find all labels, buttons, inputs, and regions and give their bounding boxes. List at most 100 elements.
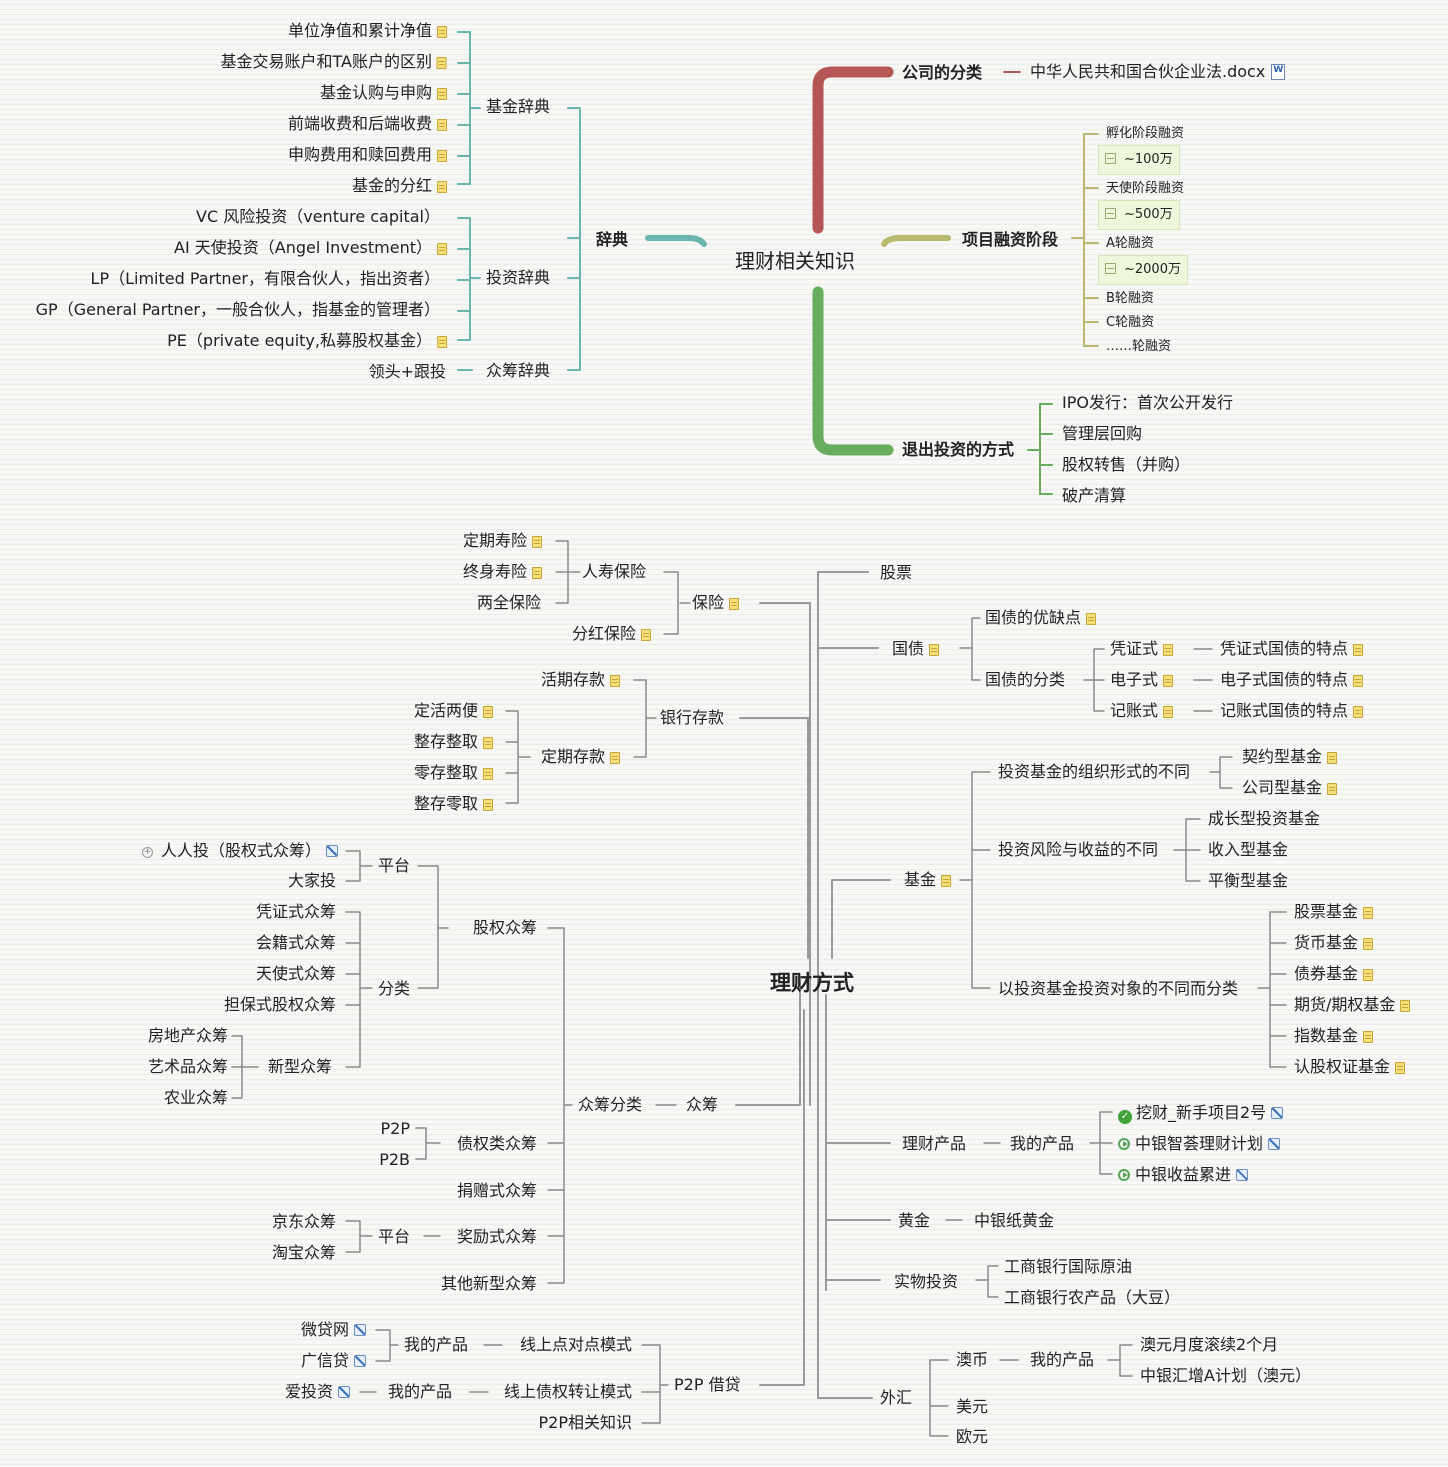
topic-p2p-lending[interactable]: P2P 借贷 [674,1375,741,1394]
note-icon[interactable] [483,706,493,718]
life-insurance-item[interactable]: 两全保险 [476,593,541,612]
bond-type[interactable]: 电子式 [1110,670,1174,690]
topic-financing-stage[interactable]: 项目融资阶段 [962,230,1059,249]
topic-fund-dictionary[interactable]: 基金辞典 [486,97,551,116]
fund-type[interactable]: 认股权证基金 [1294,1057,1406,1077]
fund-dict-item[interactable]: 基金交易账户和TA账户的区别 [221,52,447,72]
my-products[interactable]: 我的产品 [1030,1350,1095,1369]
platform-item[interactable]: +人人投（股权式众筹） [141,841,338,861]
fund-type[interactable]: 平衡型基金 [1208,871,1289,890]
note-icon[interactable] [1363,1031,1374,1043]
other-crowdfunding[interactable]: 其他新型众筹 [440,1274,537,1293]
note-icon[interactable] [941,875,952,887]
reward-platform-item[interactable]: 京东众筹 [271,1212,336,1231]
link-icon[interactable] [354,1355,366,1367]
category-item[interactable]: 担保式股权众筹 [223,995,336,1014]
physical-item[interactable]: 工商银行国际原油 [1004,1257,1133,1276]
topic-investment-dictionary[interactable]: 投资辞典 [486,268,551,287]
note-icon[interactable] [1327,752,1338,764]
topic-dictionary[interactable]: 辞典 [596,230,629,249]
financing-stage-item[interactable]: ……轮融资 [1106,339,1172,354]
category-item[interactable]: 凭证式众筹 [255,902,336,921]
note-icon[interactable] [610,752,620,764]
root-topic-financing-methods[interactable]: 理财方式 [770,971,854,995]
note-icon[interactable] [532,536,542,548]
product-item[interactable]: 中银智荟理财计划 [1118,1134,1281,1154]
life-insurance-item[interactable]: 定期寿险 [463,531,542,551]
fund-type[interactable]: 股票基金 [1294,902,1374,922]
p2p-product[interactable]: 爱投资 [285,1382,350,1402]
note-icon[interactable] [483,737,493,749]
forex-aud[interactable]: 澳币 [956,1350,989,1369]
fund-type[interactable]: 债券基金 [1294,964,1374,984]
physical-item[interactable]: 工商银行农产品（大豆） [1004,1288,1181,1307]
bond-pros-cons[interactable]: 国债的优缺点 [985,608,1097,628]
category-item[interactable]: 会籍式众筹 [255,933,336,952]
reward-platform[interactable]: 平台 [378,1227,411,1246]
topic-physical-investment[interactable]: 实物投资 [894,1272,959,1291]
fund-dict-item[interactable]: 基金的分红 [352,176,447,196]
equity-crowdfunding[interactable]: 股权众筹 [472,918,537,937]
exit-method-item[interactable]: 股权转售（并购） [1062,455,1191,474]
topic-gold[interactable]: 黄金 [898,1211,931,1230]
note-icon[interactable] [1163,675,1174,687]
note-icon[interactable] [641,629,651,641]
note-icon[interactable] [532,567,542,579]
fund-by-target[interactable]: 以投资基金投资对象的不同而分类 [998,979,1239,998]
investment-dict-item[interactable]: GP（General Partner，一般合伙人，指基金的管理者） [35,300,440,319]
equity-platform[interactable]: 平台 [378,856,411,875]
platform-item[interactable]: 大家投 [287,871,336,890]
link-icon[interactable] [1236,1169,1249,1181]
p2p-online-mode[interactable]: 线上点对点模式 [519,1335,632,1354]
financing-amount-chip[interactable]: ~500万 [1098,200,1180,230]
my-products[interactable]: 我的产品 [388,1382,453,1401]
gold-item[interactable]: 中银纸黄金 [974,1211,1055,1230]
note-icon[interactable] [437,150,447,162]
new-crowdfunding-item[interactable]: 农业众筹 [163,1088,228,1107]
fund-dict-item[interactable]: 单位净值和累计净值 [288,21,447,41]
financing-stage-item[interactable]: 孵化阶段融资 [1106,126,1185,141]
life-insurance-item[interactable]: 终身寿险 [463,562,542,582]
fixed-deposit-item[interactable]: 整存零取 [414,794,493,814]
note-icon[interactable] [483,799,493,811]
new-crowdfunding[interactable]: 新型众筹 [268,1057,333,1076]
fund-type[interactable]: 契约型基金 [1242,747,1338,767]
note-icon[interactable] [1163,706,1174,718]
note-icon[interactable] [437,243,447,255]
new-crowdfunding-item[interactable]: 艺术品众筹 [147,1057,228,1076]
exit-method-item[interactable]: IPO发行：首次公开发行 [1062,393,1233,412]
fixed-deposit-item[interactable]: 整存整取 [414,732,493,752]
fund-dict-item[interactable]: 前端收费和后端收费 [288,114,447,134]
crowdfunding-dict-item[interactable]: 领头+跟投 [368,362,446,381]
debt-item[interactable]: P2P [380,1119,410,1138]
note-icon[interactable] [1327,783,1338,795]
fund-type[interactable]: 指数基金 [1294,1026,1374,1046]
note-icon[interactable] [729,598,740,610]
topic-forex[interactable]: 外汇 [880,1388,913,1407]
expand-icon[interactable]: + [141,847,153,858]
investment-dict-item[interactable]: LP（Limited Partner，有限合伙人，指出资者） [90,269,440,288]
note-icon[interactable] [610,675,620,687]
bond-feature[interactable]: 电子式国债的特点 [1220,670,1364,690]
debt-item[interactable]: P2B [379,1150,410,1169]
fund-by-risk[interactable]: 投资风险与收益的不同 [998,840,1159,859]
topic-insurance[interactable]: 保险 [692,593,740,613]
category-item[interactable]: 天使式众筹 [255,964,336,983]
fixed-deposit-item[interactable]: 零存整取 [414,763,493,783]
bond-feature[interactable]: 凭证式国债的特点 [1220,639,1364,659]
life-insurance[interactable]: 人寿保险 [582,562,647,581]
topic-treasury-bonds[interactable]: 国债 [892,639,940,659]
current-deposit[interactable]: 活期存款 [541,670,620,690]
my-products[interactable]: 我的产品 [404,1335,469,1354]
forex-product[interactable]: 澳元月度滚续2个月 [1140,1335,1279,1354]
crowdfunding-classification[interactable]: 众筹分类 [578,1095,643,1114]
bond-type[interactable]: 凭证式 [1110,639,1174,659]
note-icon[interactable] [1163,644,1174,656]
topic-stocks[interactable]: 股票 [880,563,913,582]
note-icon[interactable] [437,181,447,193]
investment-dict-item[interactable]: AI 天使投资（Angel Investment） [174,238,447,258]
financing-amount-chip[interactable]: ~2000万 [1098,255,1188,285]
attached-file[interactable]: 中华人民共和国合伙企业法.docx [1030,62,1286,82]
link-icon[interactable] [326,845,338,857]
note-icon[interactable] [1353,675,1364,687]
